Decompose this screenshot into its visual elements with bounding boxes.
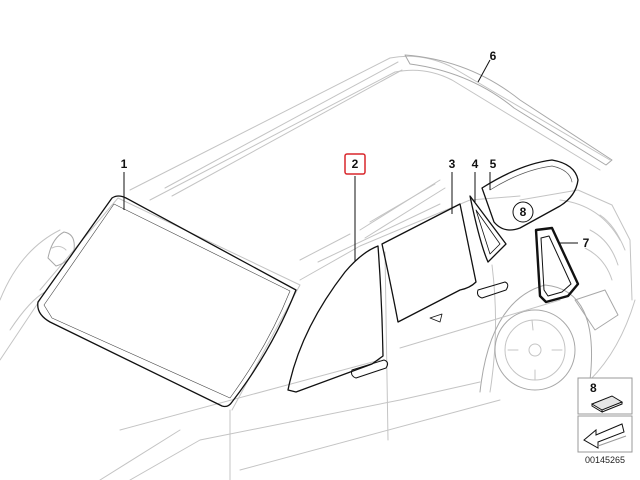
car-body-outline <box>0 54 636 480</box>
rear-quarter-seal[interactable] <box>534 226 580 304</box>
callout-1[interactable]: 1 <box>121 157 128 171</box>
callout-2[interactable]: 2 <box>352 157 359 171</box>
callout-2-highlight-box <box>344 153 366 175</box>
callout-3[interactable]: 3 <box>449 157 456 171</box>
callout-8-circle <box>512 201 534 223</box>
callout-5[interactable]: 5 <box>490 157 497 171</box>
legend-label: 8 <box>590 381 597 395</box>
leader-lines <box>123 59 578 262</box>
rear-door-window-glass[interactable] <box>381 203 477 323</box>
front-door-handle <box>351 359 389 379</box>
callout-8[interactable]: 8 <box>520 205 527 219</box>
legend-box[interactable]: 8 <box>577 377 633 415</box>
callout-7[interactable]: 7 <box>583 236 590 250</box>
navigation-box[interactable] <box>577 415 633 453</box>
rear-door-quarter-glass[interactable] <box>469 195 507 263</box>
back-arrow-icon <box>583 423 625 449</box>
front-door-window-glass[interactable] <box>287 245 384 393</box>
callout-4[interactable]: 4 <box>472 157 479 171</box>
callout-6[interactable]: 6 <box>490 49 497 63</box>
windshield-inner-edge <box>43 203 291 399</box>
windshield-glass[interactable] <box>37 195 297 408</box>
rear-door-handle <box>477 281 509 299</box>
reference-code: 00145265 <box>585 455 625 465</box>
side-rear-window-glass[interactable] <box>481 159 579 231</box>
